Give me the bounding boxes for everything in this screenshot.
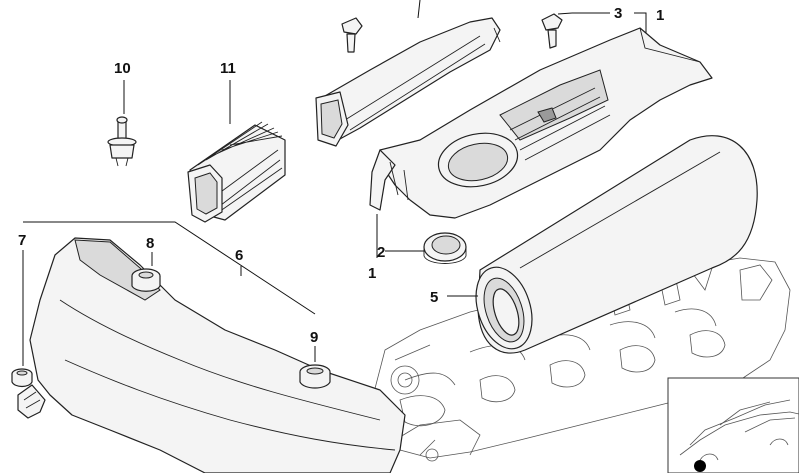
callout-9: 9	[310, 329, 318, 346]
bolt-snorkel	[341, 17, 363, 53]
callout-10: 10	[114, 60, 131, 77]
callout-6: 6	[235, 247, 243, 264]
vehicle-thumbnail	[667, 377, 799, 473]
rubber-bellows	[187, 121, 286, 223]
grommet-7	[11, 368, 33, 388]
grommet-9	[299, 364, 331, 389]
intake-silencer-housing	[369, 27, 713, 219]
grommet-8	[131, 268, 161, 292]
callout-8: 8	[146, 235, 154, 252]
callout-1-bottom: 1	[368, 265, 376, 282]
sealing-ring	[423, 232, 467, 264]
callout-7: 7	[18, 232, 26, 249]
leader-lines	[22, 0, 647, 366]
callout-11: 11	[220, 60, 236, 77]
location-marker	[694, 460, 706, 472]
callout-3: 3	[614, 5, 622, 22]
bolt-3	[541, 13, 563, 49]
air-duct	[17, 237, 406, 473]
expanding-rivet	[107, 116, 137, 167]
callout-1-top: 1	[656, 7, 664, 24]
callout-2: 2	[377, 244, 385, 261]
intake-snorkel	[315, 17, 501, 147]
callout-5: 5	[430, 289, 438, 306]
air-filter-element	[475, 135, 758, 354]
